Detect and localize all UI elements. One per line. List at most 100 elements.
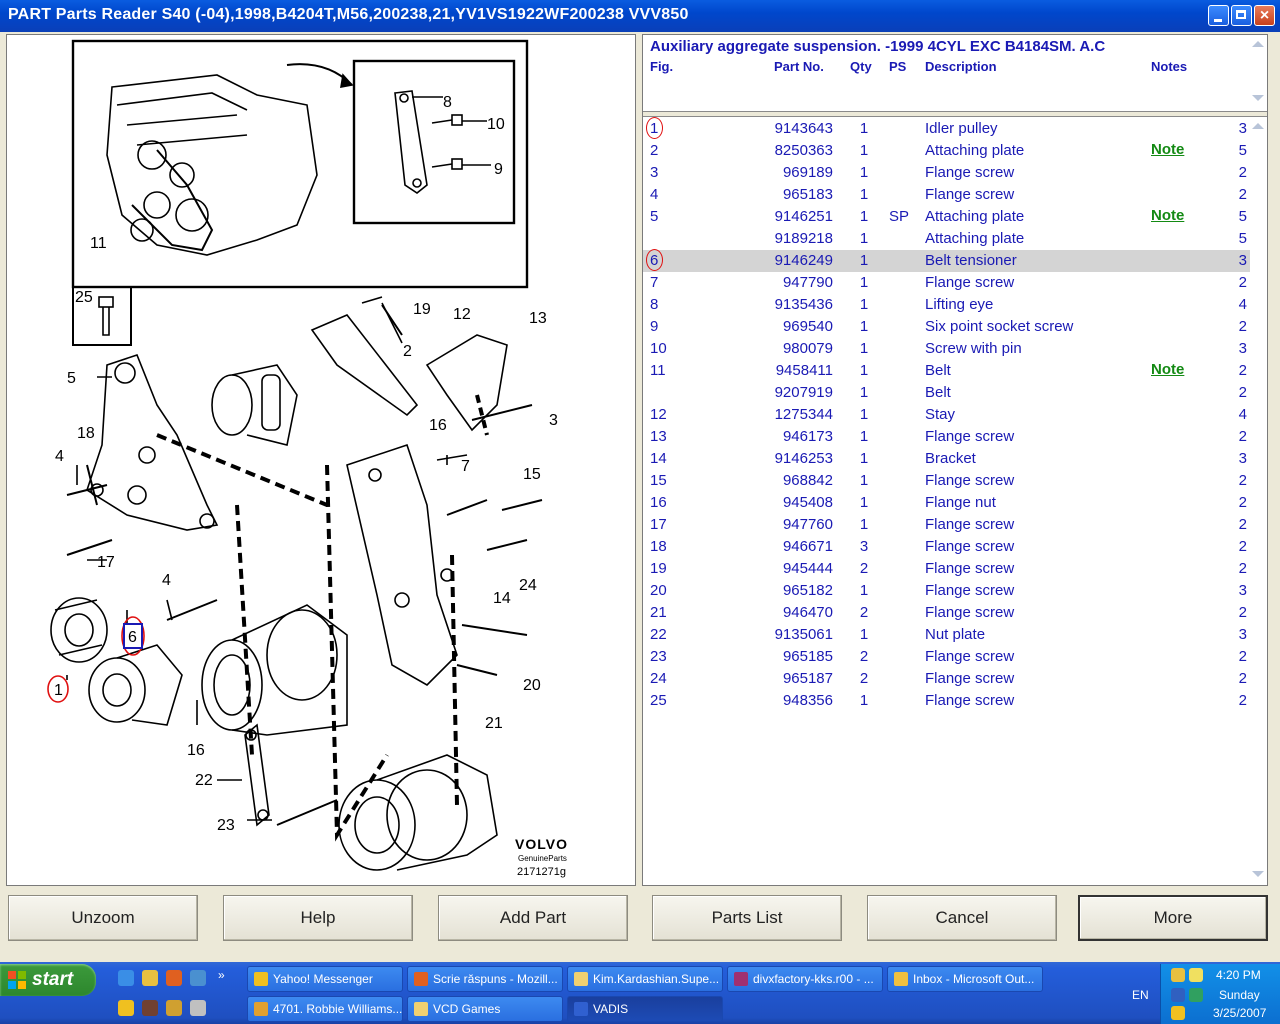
app-icon[interactable]: [190, 1000, 206, 1016]
row-level: 3: [1238, 582, 1247, 599]
scroll-down-icon[interactable]: [1252, 871, 1264, 877]
parts-list-button[interactable]: Parts List: [652, 895, 842, 941]
callout-22: 22: [195, 772, 213, 789]
row-level: 2: [1238, 670, 1247, 687]
row-level: 2: [1238, 538, 1247, 555]
note-link[interactable]: Note: [1151, 141, 1185, 158]
tray-icon[interactable]: [1171, 988, 1185, 1002]
genuine-parts-label: GenuineParts: [518, 854, 567, 863]
taskbar-button[interactable]: Scrie răspuns - Mozill...: [407, 966, 563, 992]
help-button[interactable]: Help: [223, 895, 413, 941]
quick-launch-chevron-icon[interactable]: »: [218, 968, 225, 982]
exploded-diagram[interactable]: 11 8 10 9 25 19 12 13 2 5 3 18 16 4 7 15…: [7, 35, 635, 885]
row-part-no: 9143643: [774, 120, 833, 137]
list-scrollbar[interactable]: [1250, 117, 1267, 885]
clock-time[interactable]: 4:20 PM: [1216, 968, 1261, 982]
scroll-down-icon[interactable]: [1252, 95, 1264, 101]
row-level: 2: [1238, 428, 1247, 445]
tray-icon[interactable]: [1189, 968, 1203, 982]
taskbar-button[interactable]: VADIS: [567, 996, 723, 1022]
taskbar-button-label: Inbox - Microsoft Out...: [913, 972, 1035, 986]
more-button[interactable]: More: [1078, 895, 1268, 941]
taskbar-button[interactable]: Yahoo! Messenger: [247, 966, 403, 992]
tray-icon[interactable]: [1171, 1006, 1185, 1020]
taskbar-button[interactable]: VCD Games: [407, 996, 563, 1022]
close-button[interactable]: ×: [1254, 5, 1275, 26]
tray-icon[interactable]: [1171, 968, 1185, 982]
folder-icon: [574, 972, 588, 986]
row-level: 2: [1238, 186, 1247, 203]
note-link[interactable]: Note: [1151, 207, 1185, 224]
row-qty: 1: [859, 186, 869, 203]
app-icon[interactable]: [166, 1000, 182, 1016]
minimize-button[interactable]: [1208, 5, 1229, 26]
app-icon[interactable]: [142, 1000, 158, 1016]
note-link[interactable]: Note: [1151, 361, 1185, 378]
taskbar-button[interactable]: divxfactory-kks.r00 - ...: [727, 966, 883, 992]
row-level: 2: [1238, 516, 1247, 533]
row-fig: 9: [650, 318, 659, 335]
start-button[interactable]: start: [0, 964, 96, 996]
row-qty: 1: [859, 208, 869, 225]
winrar-icon: [734, 972, 748, 986]
row-part-no: 9189218: [774, 230, 833, 247]
media-player-icon[interactable]: [190, 970, 206, 986]
unzoom-button[interactable]: Unzoom: [8, 895, 198, 941]
row-qty: 1: [859, 274, 869, 291]
maximize-button[interactable]: [1231, 5, 1252, 26]
callout-1: 1: [54, 682, 63, 699]
scroll-up-icon[interactable]: [1252, 41, 1264, 47]
row-level: 3: [1238, 450, 1247, 467]
callout-25: 25: [75, 289, 93, 306]
row-qty: 2: [859, 560, 869, 577]
row-part-no: 947760: [782, 516, 833, 533]
tray-icon[interactable]: [1189, 988, 1203, 1002]
callout-16: 16: [187, 742, 205, 759]
scroll-up-icon[interactable]: [1252, 123, 1264, 129]
add-part-button[interactable]: Add Part: [438, 895, 628, 941]
row-qty: 1: [859, 406, 869, 423]
taskbar-button[interactable]: Kim.Kardashian.Supe...: [567, 966, 723, 992]
window-title: PART Parts Reader S40 (-04),1998,B4204T,…: [8, 6, 689, 23]
cancel-button[interactable]: Cancel: [867, 895, 1057, 941]
yahoo-icon[interactable]: [118, 1000, 134, 1016]
ie-icon[interactable]: [118, 970, 134, 986]
desktop-icon[interactable]: [142, 970, 158, 986]
taskbar-button[interactable]: 4701. Robbie Williams...: [247, 996, 403, 1022]
header-scrollbar[interactable]: [1250, 35, 1267, 109]
taskbar-button[interactable]: Inbox - Microsoft Out...: [887, 966, 1043, 992]
language-indicator[interactable]: EN: [1132, 988, 1149, 1002]
row-level: 2: [1238, 318, 1247, 335]
row-part-no: 947790: [782, 274, 833, 291]
row-fig: 22: [650, 626, 667, 643]
firefox-icon[interactable]: [166, 970, 182, 986]
row-part-no: 968842: [782, 472, 833, 489]
